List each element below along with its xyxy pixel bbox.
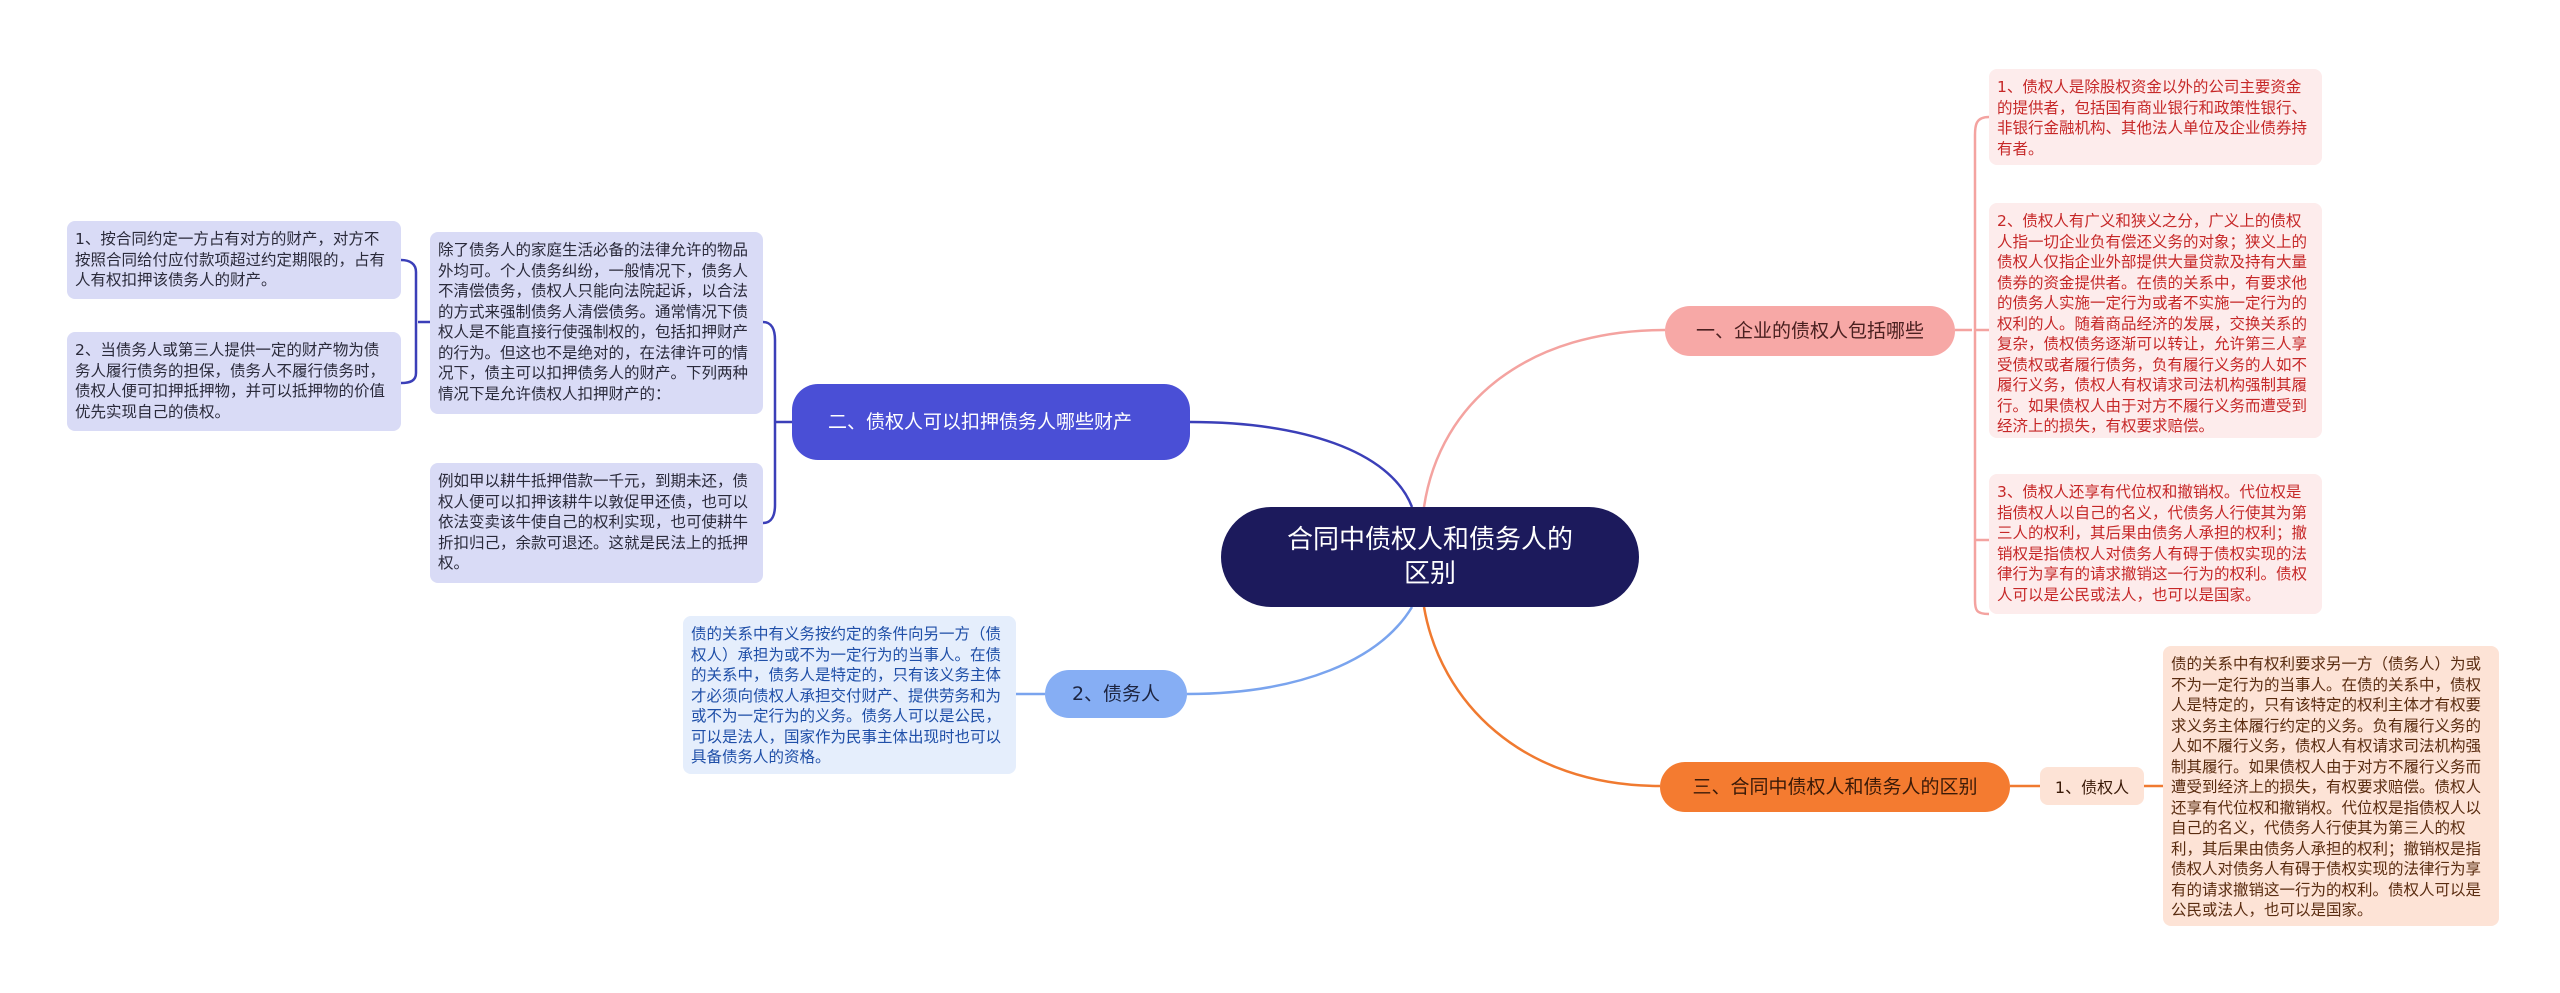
root-topic[interactable]: 合同中债权人和债务人的区别 bbox=[1221, 507, 1639, 607]
card-text: 1、按合同约定一方占有对方的财产，对方不按照合同给付应付款项超过约定期限的，占有… bbox=[75, 230, 386, 289]
detail-card[interactable]: 除了债务人的家庭生活必备的法律允许的物品外均可。个人债务纠纷，一般情况下，债务人… bbox=[430, 232, 763, 414]
detail-card[interactable]: 2、当债务人或第三人提供一定的财产物为债务人履行债务的担保，债务人不履行债务时，… bbox=[67, 332, 401, 431]
card-text: 例如甲以耕牛抵押借款一千元，到期未还，债权人便可以扣押该耕牛以敦促甲还债，也可以… bbox=[438, 472, 749, 572]
detail-card[interactable]: 债的关系中有义务按约定的条件向另一方（债权人）承担为或不为一定行为的当事人。在债… bbox=[683, 616, 1016, 774]
detail-card[interactable]: 债的关系中有权利要求另一方（债务人）为或不为一定行为的当事人。在债的关系中，债权… bbox=[2163, 646, 2499, 926]
branch-label: 2、债务人 bbox=[1071, 682, 1161, 705]
branch-difference[interactable]: 三、合同中债权人和债务人的区别 bbox=[1660, 762, 2010, 812]
branch-label: 一、企业的债权人包括哪些 bbox=[1695, 319, 1924, 342]
branch-seizable-property[interactable]: 二、债权人可以扣押债务人哪些财产 bbox=[792, 384, 1190, 460]
subtopic-label: 1、债权人 bbox=[2054, 778, 2130, 797]
root-topic-label: 合同中债权人和债务人的区别 bbox=[1286, 525, 1573, 589]
card-text: 债的关系中有义务按约定的条件向另一方（债权人）承担为或不为一定行为的当事人。在债… bbox=[691, 625, 1002, 766]
branch-debtor[interactable]: 2、债务人 bbox=[1045, 670, 1187, 718]
branch-label: 三、合同中债权人和债务人的区别 bbox=[1692, 775, 1978, 798]
detail-card[interactable]: 1、债权人是除股权资金以外的公司主要资金的提供者，包括国有商业银行和政策性银行、… bbox=[1989, 69, 2322, 165]
detail-card[interactable]: 3、债权人还享有代位权和撤销权。代位权是指债权人以自己的名义，代债务人行使其为第… bbox=[1989, 474, 2322, 614]
card-text: 2、债权人有广义和狭义之分，广义上的债权人指一切企业负有偿还义务的对象；狭义上的… bbox=[1997, 212, 2308, 435]
detail-card[interactable]: 1、按合同约定一方占有对方的财产，对方不按照合同给付应付款项超过约定期限的，占有… bbox=[67, 221, 401, 299]
subtopic-creditor[interactable]: 1、债权人 bbox=[2040, 767, 2144, 805]
detail-card[interactable]: 2、债权人有广义和狭义之分，广义上的债权人指一切企业负有偿还义务的对象；狭义上的… bbox=[1989, 203, 2322, 438]
card-text: 2、当债务人或第三人提供一定的财产物为债务人履行债务的担保，债务人不履行债务时，… bbox=[75, 341, 386, 421]
card-text: 债的关系中有权利要求另一方（债务人）为或不为一定行为的当事人。在债的关系中，债权… bbox=[2171, 655, 2482, 919]
card-text: 3、债权人还享有代位权和撤销权。代位权是指债权人以自己的名义，代债务人行使其为第… bbox=[1997, 483, 2308, 604]
card-text: 除了债务人的家庭生活必备的法律允许的物品外均可。个人债务纠纷，一般情况下，债务人… bbox=[438, 241, 749, 403]
detail-card[interactable]: 例如甲以耕牛抵押借款一千元，到期未还，债权人便可以扣押该耕牛以敦促甲还债，也可以… bbox=[430, 463, 763, 583]
branch-label: 二、债权人可以扣押债务人哪些财产 bbox=[828, 410, 1133, 433]
card-text: 1、债权人是除股权资金以外的公司主要资金的提供者，包括国有商业银行和政策性银行、… bbox=[1997, 78, 2308, 158]
branch-creditor-types[interactable]: 一、企业的债权人包括哪些 bbox=[1665, 306, 1955, 356]
